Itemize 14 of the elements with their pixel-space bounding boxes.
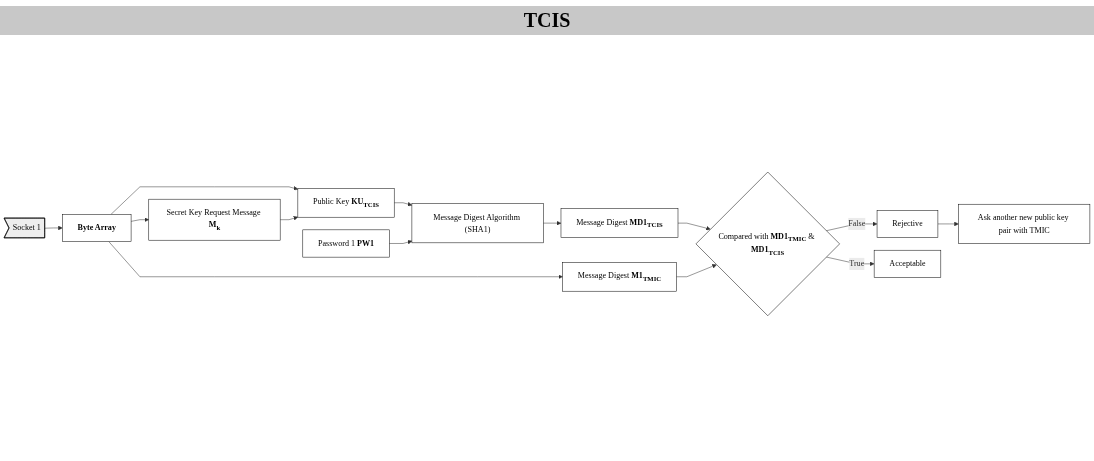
edge-label: False [848, 219, 866, 229]
node-box: Ask another new public key pair with TMIC [958, 204, 1091, 244]
node-box: Password 1 PW1 [302, 229, 390, 258]
title-bar: TCIS [0, 6, 1094, 35]
node-box: Message Digest Algorithm (SHA1) [411, 203, 544, 244]
node-box: Secret Key Request Message M$_{k}$ [148, 199, 281, 241]
node-box: Acceptable [873, 250, 942, 278]
node-box: Message Digest MD1$_{TCIS}$ [560, 208, 679, 238]
node-box: Rejective [876, 210, 939, 238]
node-diamond: Compared with MD1$_{TMIC}$ & MD1$_{TCIS}$ [695, 171, 840, 317]
edge-label: True [849, 259, 865, 268]
node-box: Message Digest M1$_{TMIC}$ [562, 262, 677, 292]
node-box: Byte Array [62, 214, 132, 242]
node-box: Public Key KU$_{TCIS}$ [297, 188, 395, 218]
